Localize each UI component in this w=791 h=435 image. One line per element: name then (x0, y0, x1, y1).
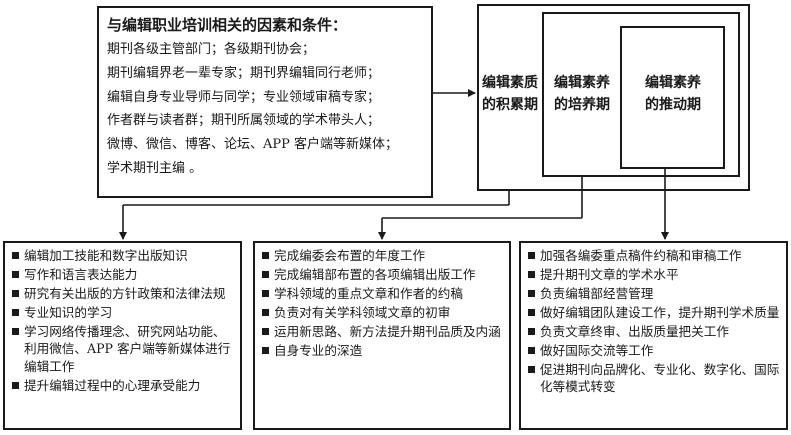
stage-accumulation-label: 编辑素质 的积累期 (480, 72, 540, 116)
factor-line: 期刊编辑界老一辈专家；期刊界编辑同行老师； (107, 65, 381, 81)
list-item: 提升编辑过程中的心理承受能力 (11, 377, 234, 394)
list-item: 学习网络传播理念、研究网站功能、利用微信、APP 客户端等新媒体进行 编辑工作 (11, 323, 234, 375)
factor-line: 编辑自身专业导师与同学；专业领域审稿专家； (107, 89, 381, 105)
stage-label-line: 的推动期 (645, 97, 701, 113)
list-item: 运用新思路、新方法提升期刊品质及内涵 (261, 323, 503, 340)
stage-label-line: 的培养期 (554, 97, 610, 113)
list-item: 负责编辑部经营管理 (527, 285, 780, 302)
factors-box: 与编辑职业培训相关的因素和条件： 期刊各级主管部门；各级期刊协会； 期刊编辑界老… (97, 6, 433, 198)
list-item: 提升期刊文章的学术水平 (527, 266, 780, 283)
stage-label-line: 编辑素养 (645, 75, 701, 91)
stage-promotion-box (620, 26, 725, 169)
factor-line: 作者群与读者群；期刊所属领域的学术带头人； (107, 113, 381, 129)
stage-cultivation-label: 编辑素养 的培养期 (545, 72, 619, 116)
stage-promotion-label: 编辑素养 的推动期 (624, 72, 722, 116)
list-item: 编辑加工技能和数字出版知识 (11, 247, 234, 264)
list-item: 做好编辑团队建设工作，提升期刊学术质量 (527, 304, 780, 321)
panel-promotion-tasks: 加强各编委重点稿件约稿和审稿工作 提升期刊文章的学术水平 负责编辑部经营管理 做… (519, 241, 788, 430)
list-item: 专业知识的学习 (11, 304, 234, 321)
list-item: 负责对有关学科领域文章的初审 (261, 304, 503, 321)
factor-line: 微博、微信、博客、论坛、APP 客户端等新媒体； (107, 137, 399, 153)
list-item: 做好国际交流等工作 (527, 342, 780, 359)
list-item: 学科领域的重点文章和作者的约稿 (261, 285, 503, 302)
stage-label-line: 的积累期 (482, 97, 538, 113)
list-item: 加强各编委重点稿件约稿和审稿工作 (527, 247, 780, 264)
stage-label-line: 编辑素养 (554, 75, 610, 91)
list-item: 完成编委会布置的年度工作 (261, 247, 503, 264)
stage-label-line: 编辑素质 (482, 75, 538, 91)
list-item: 自身专业的深造 (261, 342, 503, 359)
list-item: 完成编辑部布置的各项编辑出版工作 (261, 266, 503, 283)
panel-cultivation-tasks: 完成编委会布置的年度工作 完成编辑部布置的各项编辑出版工作 学科领域的重点文章和… (253, 241, 511, 430)
list-item: 促进期刊向品牌化、专业化、数字化、国际化等模式转变 (527, 361, 780, 396)
list-item: 研究有关出版的方针政策和法律法规 (11, 285, 234, 302)
factor-line: 期刊各级主管部门；各级期刊协会； (107, 42, 316, 57)
panel-accumulation-tasks: 编辑加工技能和数字出版知识 写作和语言表达能力 研究有关出版的方针政策和法律法规… (3, 241, 242, 430)
factors-title: 与编辑职业培训相关的因素和条件： (107, 16, 348, 34)
list-item: 写作和语言表达能力 (11, 266, 234, 283)
factor-line: 学术期刊主编 。 (107, 160, 203, 176)
list-item: 负责文章终审、出版质量把关工作 (527, 323, 780, 340)
